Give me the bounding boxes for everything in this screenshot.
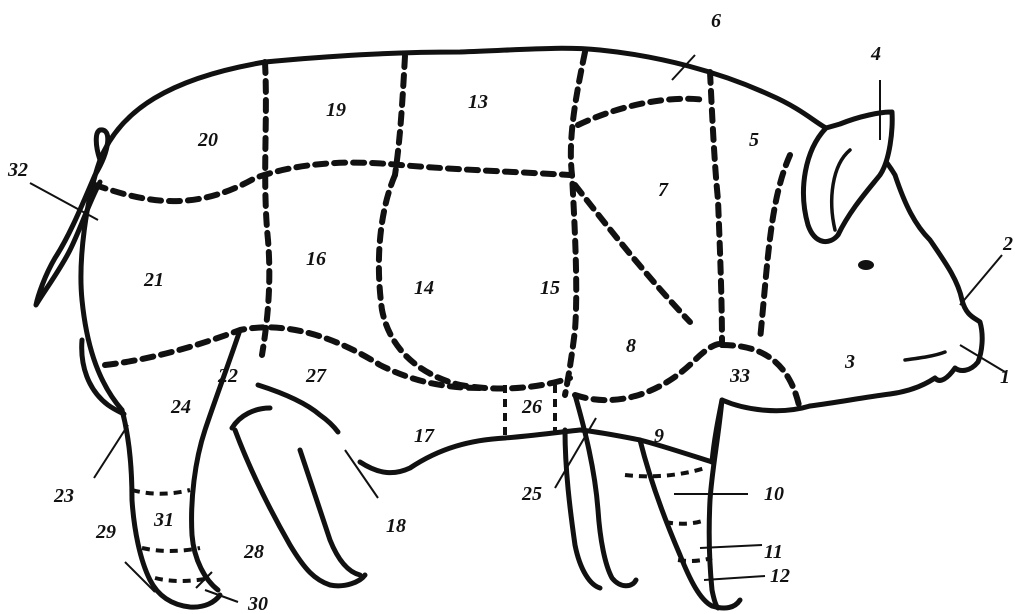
label-10: 10 — [764, 483, 784, 505]
label-11: 11 — [764, 541, 783, 563]
label-1: 1 — [1000, 366, 1010, 388]
label-12: 12 — [770, 565, 790, 587]
label-33: 33 — [729, 365, 750, 387]
label-32: 32 — [7, 159, 28, 181]
label-18: 18 — [386, 515, 406, 537]
label-24: 24 — [170, 396, 191, 418]
label-7: 7 — [658, 179, 669, 201]
label-17: 17 — [414, 425, 435, 447]
label-19: 19 — [326, 99, 346, 121]
label-9: 9 — [654, 425, 664, 447]
label-15: 15 — [540, 277, 560, 299]
label-22: 22 — [217, 365, 238, 387]
label-4: 4 — [870, 43, 881, 65]
label-27: 27 — [305, 365, 327, 387]
label-26: 26 — [521, 396, 542, 418]
label-2: 2 — [1002, 233, 1013, 255]
label-21: 21 — [143, 269, 164, 291]
label-29: 29 — [95, 521, 116, 543]
pig-outline — [36, 48, 982, 608]
label-8: 8 — [626, 335, 636, 357]
label-30: 30 — [247, 593, 268, 614]
eye-icon — [858, 260, 874, 270]
label-16: 16 — [306, 248, 326, 270]
label-20: 20 — [197, 129, 218, 151]
label-14: 14 — [414, 277, 434, 299]
label-13: 13 — [468, 91, 488, 113]
label-23: 23 — [53, 485, 74, 507]
label-31: 31 — [153, 509, 174, 531]
region-labels: 1 2 3 4 5 6 7 8 9 10 11 12 13 14 15 16 1… — [7, 10, 1013, 614]
label-28: 28 — [243, 541, 264, 563]
label-3: 3 — [844, 351, 855, 373]
label-6: 6 — [711, 10, 721, 32]
label-25: 25 — [521, 483, 542, 505]
label-5: 5 — [749, 129, 759, 151]
